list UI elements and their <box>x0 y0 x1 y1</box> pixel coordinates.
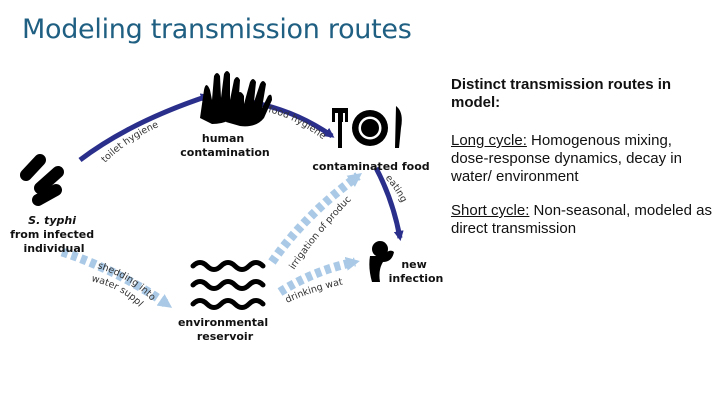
sick-person-icon <box>369 241 394 282</box>
node-environmental-reservoir-label: environmental reservoir <box>178 316 272 343</box>
toilet-hygiene-arrow <box>78 93 211 162</box>
node-new-infection-label: new infection <box>389 258 444 285</box>
routes-heading: Distinct transmission routes in model: <box>451 76 672 111</box>
bacteria-icon <box>20 154 64 206</box>
node-infected-label: S. typhi from infected individual <box>10 214 98 255</box>
shedding-arrow <box>60 247 173 309</box>
route-long-cycle-label: Long cycle: <box>451 132 527 149</box>
route-short-cycle-text: Non-seasonal, modeled as direct transmis… <box>451 202 712 237</box>
water-supply-label: water supply <box>0 0 145 309</box>
plate-cutlery-icon <box>332 106 402 148</box>
route-long-cycle: Long cycle: Homogenous mixing, dose-resp… <box>451 132 713 186</box>
node-contaminated-food-label: contaminated food <box>312 160 429 173</box>
route-short-cycle-label: Short cycle: <box>451 202 530 219</box>
water-waves-icon <box>190 260 266 310</box>
node-human-contamination-label: human contamination <box>180 132 270 159</box>
route-short-cycle: Short cycle: Non-seasonal, modeled as di… <box>451 202 713 238</box>
route-long-cycle-text: Homogenous mixing, dose-response dynamic… <box>451 132 682 185</box>
hands-icon <box>200 71 272 127</box>
transmission-routes-panel: Distinct transmission routes in model: L… <box>451 76 713 254</box>
slide-title: Modeling transmission routes <box>22 14 412 45</box>
eating-arrow <box>373 166 404 241</box>
drinking-water-arrow <box>277 256 360 296</box>
food-hygiene-label: food hygiene <box>267 104 328 142</box>
irrigation-arrow <box>268 172 363 265</box>
